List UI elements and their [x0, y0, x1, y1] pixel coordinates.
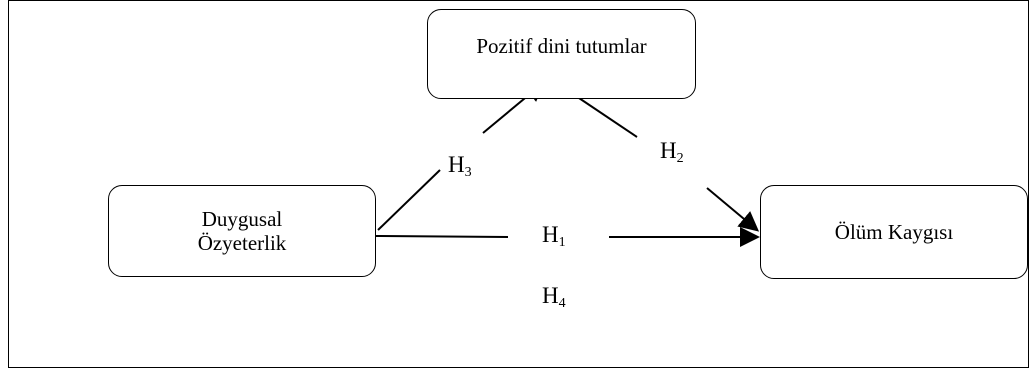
edge-top-to-right-upper [569, 91, 638, 138]
h1-letter: H [542, 222, 559, 247]
node-emotional-self-efficacy: Duygusal Özyeterlik [108, 185, 376, 277]
node-left-label: Duygusal Özyeterlik [198, 207, 287, 255]
edge-top-to-right-lower [706, 187, 760, 232]
h1-number: 1 [558, 235, 566, 250]
node-top-label: Pozitif dini tutumlar [476, 34, 647, 58]
node-positive-religious-attitudes: Pozitif dini tutumlar [427, 9, 696, 99]
h2-number: 2 [676, 151, 684, 166]
hypothesis-label-h2: H2 [660, 138, 684, 167]
h2-letter: H [660, 138, 677, 163]
hypothesis-label-h4: H4 [542, 283, 566, 312]
node-left-label-line2: Özyeterlik [197, 231, 287, 255]
node-right-label: Ölüm Kaygısı [834, 220, 954, 244]
h3-number: 3 [464, 165, 472, 180]
h4-letter: H [542, 283, 559, 308]
edge-left-to-top-lower [377, 169, 441, 231]
node-left-label-line1: Duygusal [201, 206, 283, 231]
h4-number: 4 [558, 296, 566, 311]
node-death-anxiety: Ölüm Kaygısı [760, 185, 1028, 279]
diagram-frame [8, 0, 1029, 368]
h3-letter: H [448, 152, 465, 177]
hypothesis-label-h3: H3 [448, 152, 472, 181]
hypothesis-label-h1: H1 [542, 222, 566, 251]
edge-left-to-right-start [375, 235, 509, 238]
